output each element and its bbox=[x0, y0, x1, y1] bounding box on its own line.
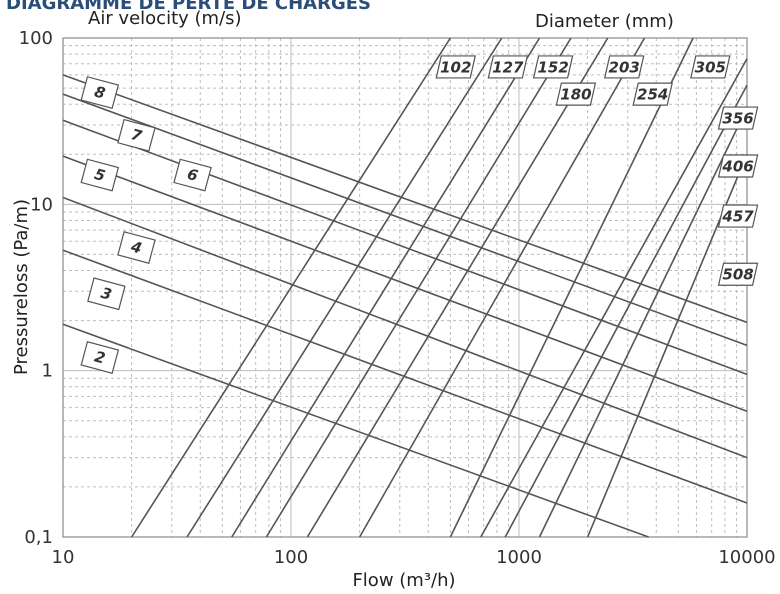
diameter-label-152: 152 bbox=[532, 55, 574, 79]
plot-frame bbox=[62, 37, 748, 538]
diameter-label-box bbox=[690, 55, 731, 79]
y-tick-label: 1 bbox=[42, 361, 53, 382]
diameter-label-457: 457 bbox=[717, 204, 759, 228]
diameter-label-box bbox=[717, 106, 759, 130]
diameter-label-text: 152 bbox=[537, 58, 568, 76]
chart-title: DIAGRAMME DE PERTE DE CHARGES bbox=[6, 0, 371, 14]
x-tick-label: 10000 bbox=[718, 547, 775, 568]
diameter-label-text: 356 bbox=[722, 110, 753, 128]
diameter-line-457 bbox=[538, 107, 748, 538]
x-tick-label: 1000 bbox=[496, 547, 542, 568]
velocity-label-box bbox=[80, 158, 120, 192]
diameter-label-text: 203 bbox=[609, 58, 640, 76]
velocity-label-box bbox=[87, 277, 126, 311]
diameter-label-box bbox=[632, 82, 673, 106]
diameter-label-box bbox=[717, 204, 759, 228]
diameter-label-box bbox=[435, 55, 477, 79]
diameter-line-127 bbox=[186, 37, 503, 538]
diameter-label-102: 102 bbox=[435, 55, 477, 79]
x-tick-label: 100 bbox=[274, 547, 308, 568]
velocity-label-box bbox=[173, 158, 212, 192]
velocity-line-2 bbox=[62, 323, 649, 538]
tick-labels: 10 100 1000 10000 0,1 1 10 100 bbox=[19, 28, 776, 568]
velocity-label-box bbox=[117, 231, 156, 264]
y-tick-label: 0,1 bbox=[24, 527, 53, 548]
series-labels: 87 6 5 4 3 2 102 127 152 180 203 254 305 356 406 457 508 bbox=[80, 55, 759, 374]
velocity-line-7 bbox=[62, 93, 748, 347]
diameter-label-box bbox=[717, 154, 759, 178]
velocity-label-text: 8 bbox=[92, 82, 107, 102]
diameter-line-356 bbox=[480, 58, 748, 538]
diameter-line-254 bbox=[358, 37, 646, 538]
diameter-label-180: 180 bbox=[555, 82, 597, 106]
velocity-label-box bbox=[80, 341, 120, 374]
y-tick-label: 10 bbox=[30, 194, 53, 215]
velocity-line-8 bbox=[62, 74, 748, 324]
velocity-label-4: 4 bbox=[117, 231, 156, 264]
diameter-label-text: 457 bbox=[721, 208, 754, 226]
x-tick-label: 10 bbox=[52, 547, 75, 568]
diameter-label-356: 356 bbox=[717, 106, 759, 130]
velocity-label-8: 8 bbox=[80, 76, 120, 110]
velocity-line-6 bbox=[62, 119, 748, 376]
velocity-label-5: 5 bbox=[80, 158, 120, 192]
diameter-line-305 bbox=[449, 37, 694, 538]
velocity-label-7: 7 bbox=[117, 118, 156, 152]
diameter-label-254: 254 bbox=[632, 82, 673, 106]
diameter-label-box bbox=[487, 55, 529, 79]
velocity-label-box bbox=[80, 76, 120, 110]
diameter-label-305: 305 bbox=[690, 55, 731, 79]
diameter-label-text: 102 bbox=[440, 58, 471, 76]
diameter-label-text: 180 bbox=[560, 86, 591, 104]
series-lines bbox=[62, 37, 748, 538]
diameter-label-text: 508 bbox=[722, 266, 753, 284]
x-axis-title: Flow (m³/h) bbox=[352, 570, 455, 591]
diameter-line-406 bbox=[504, 84, 748, 538]
diameter-label-box bbox=[603, 55, 645, 79]
diameter-line-180 bbox=[265, 37, 572, 538]
diameter-label-508: 508 bbox=[717, 262, 759, 286]
velocity-label-2: 2 bbox=[80, 341, 120, 374]
y-axis-title: Pressureloss (Pa/m) bbox=[11, 199, 32, 375]
velocity-label-text: 2 bbox=[92, 347, 107, 367]
diameter-label-text: 127 bbox=[492, 58, 524, 76]
diameter-label-406: 406 bbox=[717, 154, 759, 178]
velocity-line-3 bbox=[62, 249, 748, 504]
velocity-line-5 bbox=[62, 155, 748, 413]
diameter-label-127: 127 bbox=[487, 55, 529, 79]
velocity-line-4 bbox=[62, 196, 748, 459]
left-top-label: Air velocity (m/s) bbox=[88, 8, 242, 29]
diameter-label-box bbox=[555, 82, 597, 106]
velocity-label-text: 4 bbox=[128, 237, 144, 257]
y-tick-label: 100 bbox=[19, 28, 53, 49]
velocity-label-box bbox=[117, 118, 156, 152]
right-top-label: Diameter (mm) bbox=[535, 11, 674, 32]
diameter-line-203 bbox=[306, 37, 609, 538]
diameter-line-102 bbox=[130, 37, 452, 538]
velocity-label-text: 3 bbox=[99, 284, 114, 304]
diameter-label-text: 305 bbox=[695, 58, 726, 76]
diameter-label-box bbox=[532, 55, 574, 79]
velocity-label-6: 6 bbox=[173, 158, 212, 192]
velocity-label-3: 3 bbox=[87, 277, 126, 311]
velocity-label-text: 5 bbox=[92, 165, 107, 185]
diameter-label-text: 254 bbox=[637, 86, 668, 104]
diameter-line-152 bbox=[231, 37, 541, 538]
diameter-label-box bbox=[717, 262, 759, 286]
diameter-label-203: 203 bbox=[603, 55, 645, 79]
velocity-label-text: 6 bbox=[185, 165, 200, 185]
diameter-label-text: 406 bbox=[721, 158, 753, 176]
